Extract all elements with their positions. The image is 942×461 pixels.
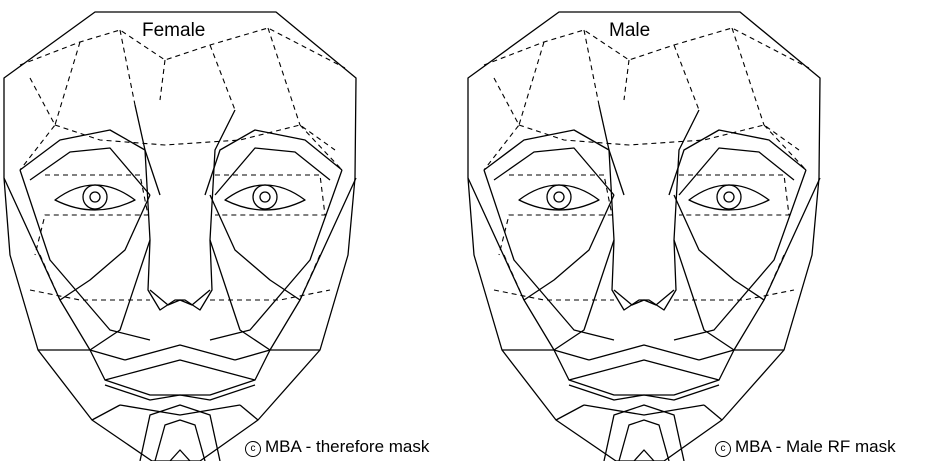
male-credit-text: MBA - Male RF mask — [735, 437, 896, 456]
copyright-symbol-icon: c — [245, 441, 261, 457]
male-panel-title: Male — [607, 20, 652, 42]
female-mask-drawing — [4, 12, 356, 461]
male-mask-drawing — [468, 12, 820, 461]
copyright-symbol-icon: c — [715, 441, 731, 457]
female-panel-title: Female — [140, 20, 207, 42]
female-credit-text: MBA - therefore mask — [265, 437, 429, 456]
